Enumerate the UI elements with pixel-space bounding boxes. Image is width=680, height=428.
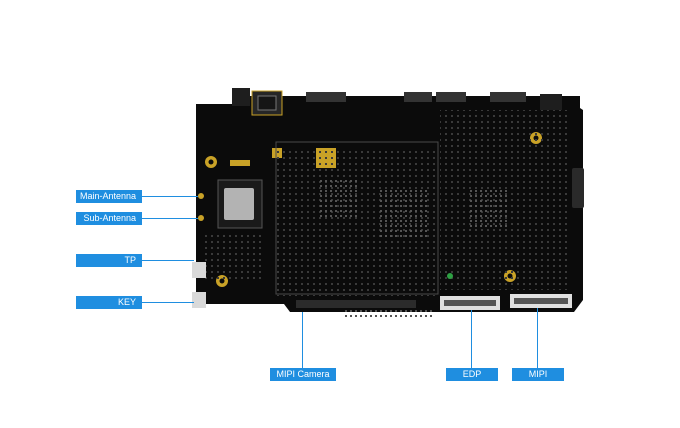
main-antenna-leader — [142, 196, 198, 197]
key-label: KEY — [76, 296, 142, 309]
key-leader — [142, 302, 194, 303]
edp-leader — [471, 310, 472, 368]
tp-leader — [142, 260, 194, 261]
tp-label: TP — [76, 254, 142, 267]
main-antenna-label: Main-Antenna — [76, 190, 142, 203]
mipi-camera-label: MIPI Camera — [270, 368, 336, 381]
sub-antenna-label: Sub-Antenna — [76, 212, 142, 225]
sub-antenna-leader — [142, 218, 198, 219]
edp-label: EDP — [446, 368, 498, 381]
mipi-leader — [537, 308, 538, 368]
mipi-camera-leader — [302, 312, 303, 368]
mipi-label: MIPI — [512, 368, 564, 381]
